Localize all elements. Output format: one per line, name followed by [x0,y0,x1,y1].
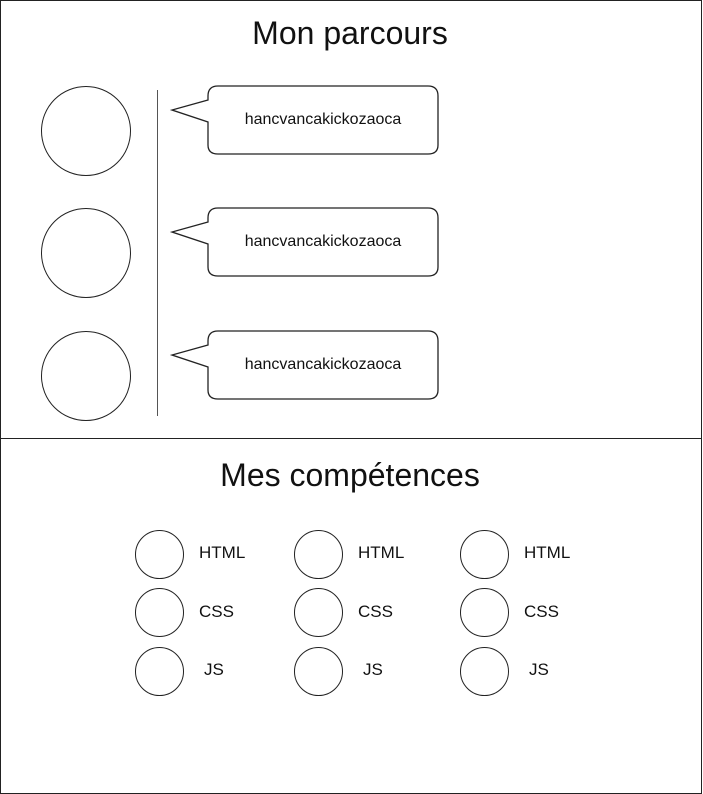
skill-label: HTML [358,543,405,562]
speech-bubble [169,330,439,400]
parcours-circle [41,208,131,298]
skill-label: HTML [199,543,246,562]
skill-label: HTML [524,543,571,562]
skill-label: JS [204,660,224,679]
parcours-circle [41,331,131,421]
skill-circle [460,530,509,579]
skill-circle [135,588,184,637]
parcours-title: Mon parcours [252,15,448,51]
skill-circle [460,588,509,637]
skill-label: JS [529,660,549,679]
speech-bubble [169,85,439,155]
skill-label: CSS [199,602,234,621]
skill-circle [135,647,184,696]
skill-circle [135,530,184,579]
skill-circle [294,588,343,637]
skill-label: CSS [358,602,393,621]
parcours-entry-text: hancvancakickozaoca [244,110,402,128]
skill-circle [294,530,343,579]
timeline-line [157,90,158,416]
competences-title: Mes compétences [220,457,480,493]
parcours-entry-text: hancvancakickozaoca [244,232,402,250]
speech-bubble [169,207,439,277]
skill-circle [294,647,343,696]
parcours-entry-text: hancvancakickozaoca [244,355,402,373]
skill-label: JS [363,660,383,679]
parcours-circle [41,86,131,176]
skill-label: CSS [524,602,559,621]
section-divider [0,438,702,439]
skill-circle [460,647,509,696]
